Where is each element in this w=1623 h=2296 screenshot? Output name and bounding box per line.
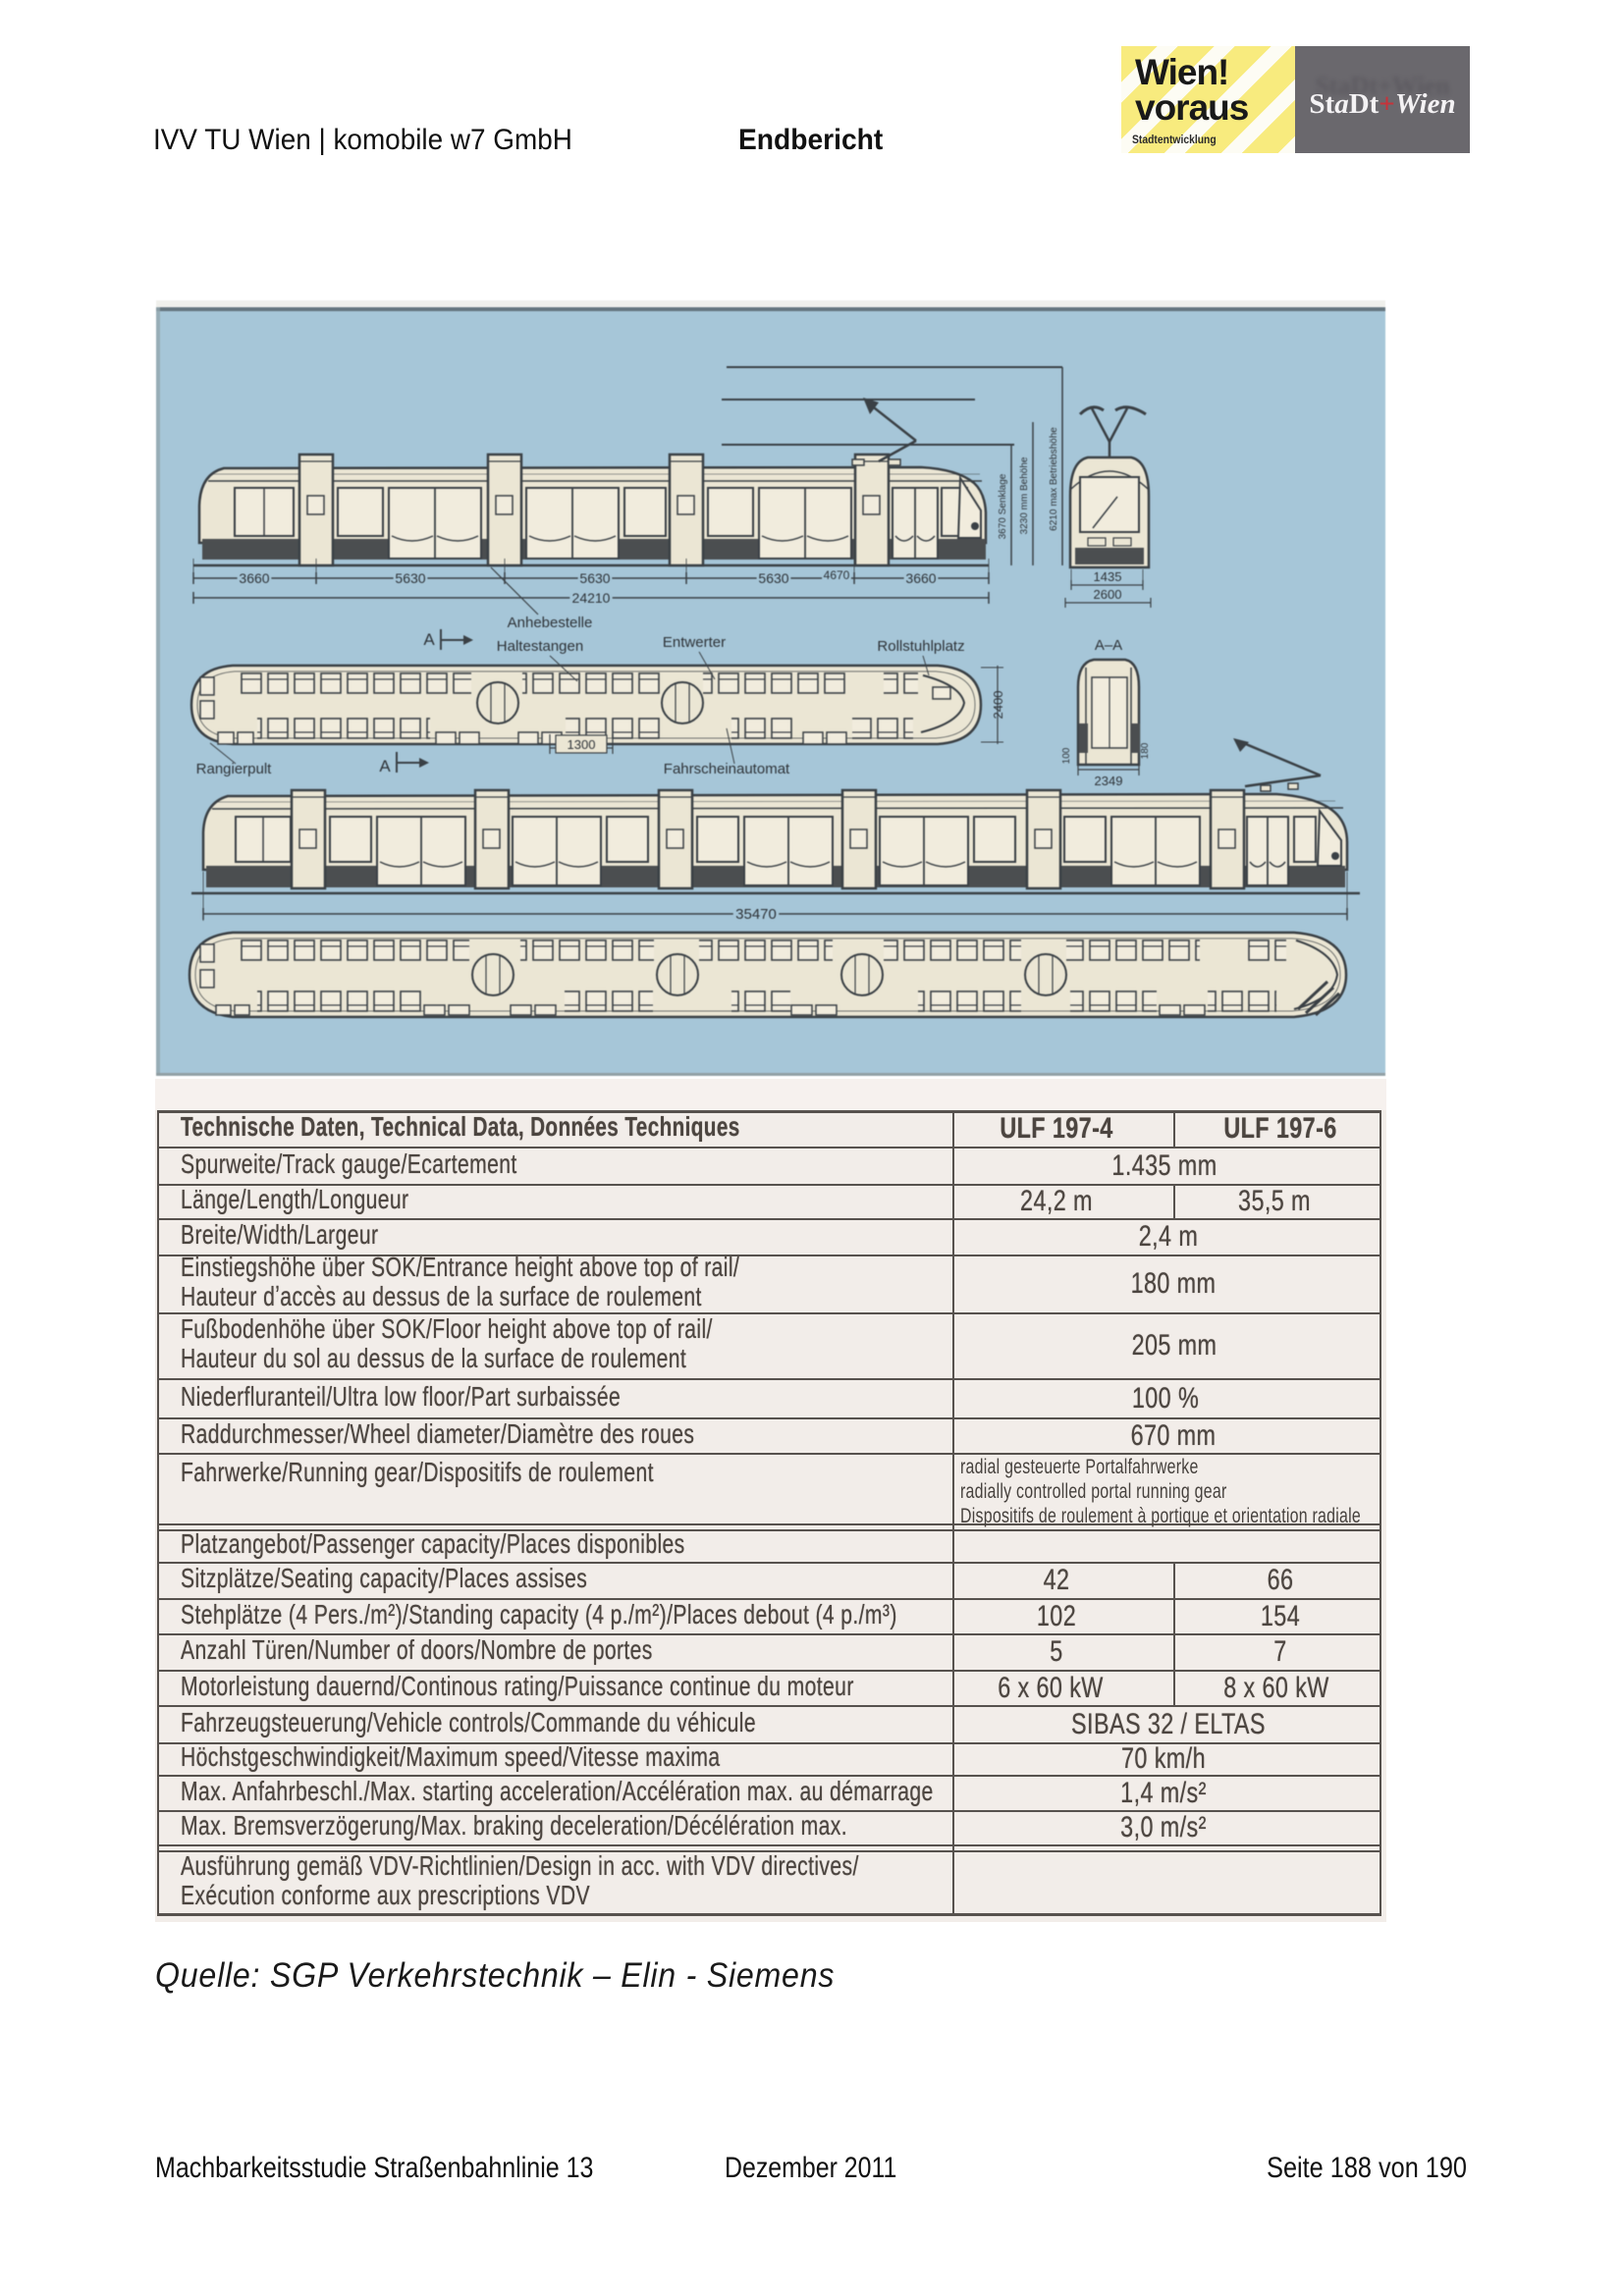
- svg-text:Anhebestelle: Anhebestelle: [508, 614, 593, 631]
- svg-text:Entwerter: Entwerter: [663, 634, 726, 651]
- svg-text:35470: 35470: [735, 906, 777, 923]
- svg-text:5630: 5630: [579, 570, 610, 586]
- svg-text:2400: 2400: [991, 691, 1005, 720]
- svg-text:180: 180: [1140, 742, 1151, 759]
- svg-text:5630: 5630: [758, 570, 788, 586]
- svg-text:A: A: [423, 630, 435, 649]
- svg-text:24210: 24210: [572, 590, 611, 606]
- svg-text:2600: 2600: [1094, 587, 1122, 602]
- svg-text:5630: 5630: [395, 570, 425, 586]
- svg-text:Rangierpult: Rangierpult: [196, 761, 273, 777]
- svg-text:3660: 3660: [905, 570, 936, 586]
- svg-text:Fahrscheinautomat: Fahrscheinautomat: [664, 761, 790, 777]
- svg-text:3230 mm Behöhe: 3230 mm Behöhe: [1019, 456, 1030, 534]
- svg-text:100: 100: [1061, 747, 1072, 764]
- svg-text:3670 Senklage: 3670 Senklage: [998, 473, 1008, 539]
- svg-text:3660: 3660: [239, 570, 269, 586]
- svg-text:A: A: [379, 757, 391, 775]
- svg-text:6210 max Betriebshöhe: 6210 max Betriebshöhe: [1049, 427, 1059, 531]
- svg-text:Haltestangen: Haltestangen: [497, 638, 583, 655]
- svg-text:1300: 1300: [568, 737, 596, 752]
- svg-text:2349: 2349: [1095, 774, 1123, 788]
- svg-text:1435: 1435: [1094, 569, 1122, 584]
- svg-text:4670: 4670: [824, 568, 850, 582]
- svg-text:A–A: A–A: [1095, 637, 1122, 654]
- svg-text:Rollstuhlplatz: Rollstuhlplatz: [877, 638, 964, 655]
